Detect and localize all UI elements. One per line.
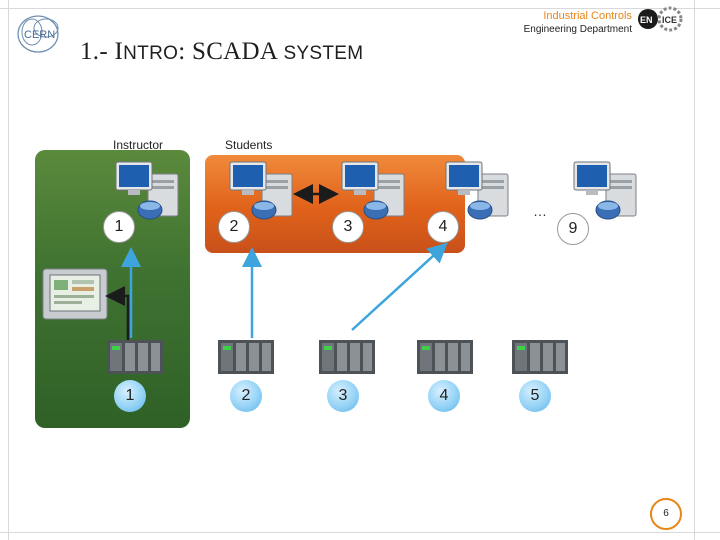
instructor-label: Instructor xyxy=(113,138,164,152)
computer-icon xyxy=(445,161,509,220)
plc-rack-icon xyxy=(218,340,274,374)
title-scada: SCADA xyxy=(192,38,277,65)
computer-icon xyxy=(573,161,637,220)
plc-rack-icon xyxy=(417,340,473,374)
org-line1: Industrial Controls xyxy=(543,10,632,22)
more-computers-ellipsis: … xyxy=(533,203,547,219)
plc-number: 4 xyxy=(428,380,460,412)
title-intro: NTRO xyxy=(123,43,179,64)
plc-number: 3 xyxy=(327,380,359,412)
plc-number: 5 xyxy=(519,380,551,412)
students-label: Students xyxy=(225,138,273,152)
en-logo-text: EN xyxy=(640,15,653,25)
title-prefix: 1.- I xyxy=(80,38,124,65)
computer-number: 3 xyxy=(332,211,364,243)
link-plc1-hmi xyxy=(105,286,130,340)
link-plc3-pc4 xyxy=(351,242,448,331)
hmi-panel-icon xyxy=(42,268,108,320)
title-system: SYSTEM xyxy=(283,43,364,64)
frame-right-line xyxy=(694,0,695,540)
computer-icon xyxy=(115,161,179,220)
plc-number: 1 xyxy=(114,380,146,412)
cern-logo-text: CERN xyxy=(24,29,55,41)
plc-rack-icon xyxy=(319,340,375,374)
computer-icon xyxy=(229,161,293,220)
computer-number: 4 xyxy=(427,211,459,243)
en-ice-logo: EN ICE xyxy=(638,6,683,32)
plc-rack-icon xyxy=(107,340,163,374)
page-number: 6 xyxy=(650,498,682,530)
frame-bottom-line xyxy=(0,532,720,533)
cern-logo: CERN xyxy=(17,15,59,53)
computer-icon xyxy=(341,161,405,220)
computer-number: 2 xyxy=(218,211,250,243)
page-title: 1.- INTRO: SCADA SYSTEM xyxy=(80,38,363,66)
title-colon: : xyxy=(178,38,186,65)
frame-top-line xyxy=(0,8,720,9)
org-line2: Engineering Department xyxy=(523,24,632,35)
computer-number: 1 xyxy=(103,211,135,243)
plc-rack-icon xyxy=(512,340,568,374)
plc-number: 2 xyxy=(230,380,262,412)
computer-number: 9 xyxy=(557,213,589,245)
frame-left-line xyxy=(8,0,9,540)
ice-logo-text: ICE xyxy=(662,15,677,25)
